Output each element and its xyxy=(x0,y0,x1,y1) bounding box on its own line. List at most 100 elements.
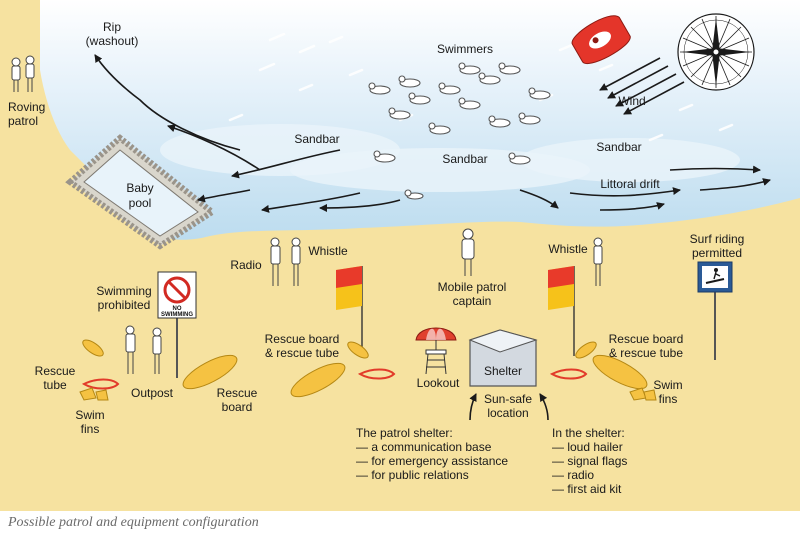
person-icon xyxy=(593,237,603,286)
baby-pool xyxy=(65,134,218,250)
swim-fins-left-line-2: fins xyxy=(80,422,100,436)
person-icon xyxy=(270,237,281,286)
compass-rose-icon xyxy=(677,13,755,91)
roving-patrol-line-1: Roving xyxy=(8,100,46,114)
swim-fins-right-label: Swim fins xyxy=(648,378,688,406)
rescue-board-tube-left-line-2: & rescue tube xyxy=(264,346,340,360)
swimmer-icon xyxy=(458,62,481,75)
rescue-board-label: Rescue board xyxy=(212,386,262,414)
drift-arrow-right-5 xyxy=(699,178,771,191)
people xyxy=(11,55,603,374)
umbrella-icon xyxy=(415,327,457,354)
no-swimming-sign-text-1: NO xyxy=(173,306,182,312)
rescue-board-tube-right-label: Rescue board & rescue tube xyxy=(598,332,694,360)
person-icon xyxy=(11,57,21,92)
drift-arrow-left-1 xyxy=(231,149,341,179)
swim-fins-left-label: Swim fins xyxy=(70,408,110,436)
in-shelter-list: In the shelter: — loud hailer — signal f… xyxy=(552,426,627,496)
current-arrows xyxy=(94,54,771,421)
in-shelter-item: — radio xyxy=(552,468,595,482)
swim-fins-right-line-2: fins xyxy=(658,392,678,406)
patrol-shelter-heading: The patrol shelter: xyxy=(356,426,453,440)
whistle-left-label: Whistle xyxy=(308,244,348,258)
swimmer-icon xyxy=(528,87,551,100)
rescue-board-tube-right-line-2: & rescue tube xyxy=(608,346,684,360)
rip-label-line-2: (washout) xyxy=(85,34,139,48)
baby-pool-label-1: Baby xyxy=(126,181,153,195)
patrol-shelter-item: — for public relations xyxy=(356,468,469,482)
swimmers-label: Swimmers xyxy=(437,42,493,56)
rescue-board-tube-right-line-1: Rescue board xyxy=(608,332,684,346)
drift-arrow-right-1 xyxy=(519,189,559,209)
swimmer-icon xyxy=(388,107,411,120)
red-rescue-inflatable-icon xyxy=(571,15,631,64)
outpost-label: Outpost xyxy=(130,386,174,400)
rescue-board-line-1: Rescue xyxy=(216,386,258,400)
sandbar-right-label: Sandbar xyxy=(596,140,642,154)
in-shelter-item: — first aid kit xyxy=(552,482,622,496)
baby-pool-label-2: pool xyxy=(129,196,152,210)
rescue-board-line-2: board xyxy=(221,400,253,414)
sun-safe-line-1: Sun-safe xyxy=(483,392,533,406)
rescue-board-icon xyxy=(82,339,104,357)
swimmer-icon xyxy=(488,115,511,128)
sandbar-mid-label: Sandbar xyxy=(442,152,488,166)
sun-safe-line-2: location xyxy=(487,406,529,420)
rescue-board-icon xyxy=(182,354,238,390)
in-shelter-heading: In the shelter: xyxy=(552,426,625,440)
no-swimming-sign-icon: NO SWIMMING xyxy=(157,271,197,378)
swimmer-icon xyxy=(408,92,431,105)
wind-arrow-4 xyxy=(623,81,685,115)
patrol-shelter-list: The patrol shelter: — a communication ba… xyxy=(356,426,508,482)
rescue-tube-line-1: Rescue xyxy=(34,364,76,378)
drift-arrow-right-2 xyxy=(569,187,681,197)
drift-arrow-left-4 xyxy=(197,189,251,203)
shelter-label: Shelter xyxy=(484,364,522,378)
patrol-shelter-item: — for emergency assistance xyxy=(356,454,509,468)
sun-safe-label: Sun-safe location xyxy=(476,392,540,420)
rip-label-line-1: Rip xyxy=(102,20,121,34)
rescue-board-icon xyxy=(347,341,369,359)
lookout-label: Lookout xyxy=(416,376,460,390)
swimmer-icon xyxy=(428,122,451,135)
sandbar-shape-right xyxy=(520,138,740,182)
person-icon xyxy=(461,228,475,276)
rescue-tube-label: Rescue tube xyxy=(30,364,80,392)
sun-safe-arrow-left xyxy=(469,393,477,421)
littoral-drift-label: Littoral drift xyxy=(600,177,660,191)
drift-arrow-left-3 xyxy=(319,199,401,212)
lookout-tower-icon xyxy=(425,349,447,375)
shelter-tent-icon xyxy=(468,329,538,387)
wind-arrow-1 xyxy=(599,57,661,91)
swimming-prohibited-label: Swimming prohibited xyxy=(86,284,162,312)
drift-arrow-right-3 xyxy=(599,202,665,211)
swim-fins-left-line-1: Swim xyxy=(75,408,105,422)
person-icon xyxy=(125,325,136,374)
patrol-flag-icon xyxy=(336,266,363,356)
wind-arrow-3 xyxy=(615,73,677,107)
rescue-board-icon xyxy=(592,354,648,390)
mobile-patrol-line-2: captain xyxy=(452,294,492,308)
rip-arrow-2 xyxy=(167,124,261,171)
swimmer-icon xyxy=(404,189,424,200)
patrol-shelter-item: — a communication base xyxy=(356,440,492,454)
radio-label: Radio xyxy=(230,258,262,272)
swimmers-group xyxy=(368,62,551,200)
person-icon xyxy=(152,327,162,374)
swimmer-icon xyxy=(373,150,396,163)
mobile-patrol-line-1: Mobile patrol xyxy=(437,280,507,294)
swimmer-icon xyxy=(438,82,461,95)
surf-riding-line-1: Surf riding xyxy=(689,232,745,246)
swim-fins-right-line-1: Swim xyxy=(653,378,683,392)
swimmer-icon xyxy=(508,152,531,165)
no-swimming-sign-text-2: SWIMMING xyxy=(161,312,193,318)
swimming-prohibited-line-1: Swimming xyxy=(96,284,152,298)
person-icon xyxy=(291,237,301,286)
wind-label: Wind xyxy=(618,94,646,108)
mobile-patrol-captain-label: Mobile patrol captain xyxy=(424,280,520,308)
drift-arrow-left-2 xyxy=(261,192,361,213)
surf-riding-label: Surf riding permitted xyxy=(672,232,762,260)
wind-arrow-2 xyxy=(607,65,669,99)
rescue-board-tube-left-label: Rescue board & rescue tube xyxy=(254,332,350,360)
